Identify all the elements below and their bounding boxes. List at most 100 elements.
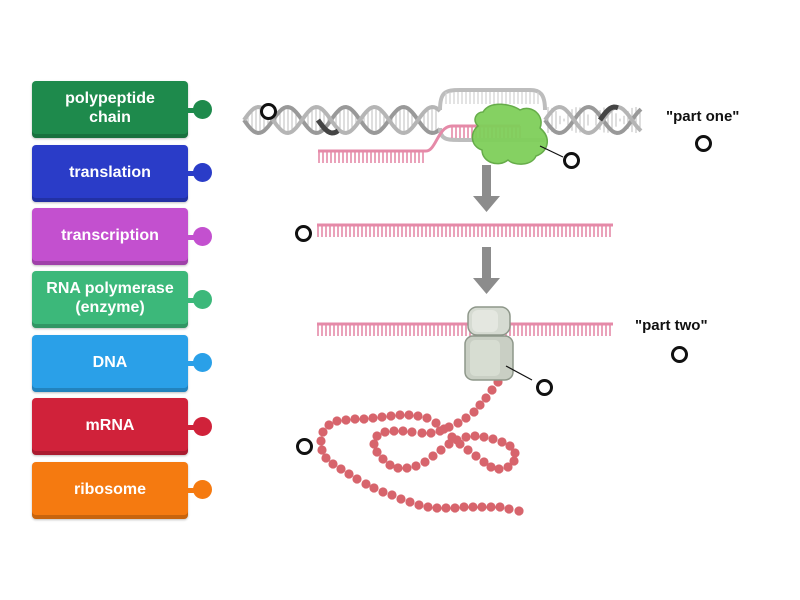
amino-acid-bead (475, 400, 485, 410)
polypeptide-chain-beads (316, 377, 524, 516)
ribosome-shape (464, 306, 514, 381)
amino-acid-bead (398, 426, 408, 436)
amino-acid-bead (328, 459, 338, 469)
connector-pin[interactable] (188, 227, 212, 247)
amino-acid-bead (486, 462, 496, 472)
amino-acid-bead (372, 447, 382, 457)
amino-acid-bead (453, 418, 463, 428)
amino-acid-bead (350, 414, 360, 424)
connector-pin[interactable] (188, 100, 212, 120)
amino-acid-bead (378, 454, 388, 464)
amino-acid-bead (461, 432, 471, 442)
connector-pin[interactable] (188, 353, 212, 373)
amino-acid-bead (372, 431, 382, 441)
amino-acid-bead (461, 413, 471, 423)
amino-acid-bead (344, 469, 354, 479)
amino-acid-bead (495, 502, 505, 512)
connector-pin[interactable] (188, 417, 212, 437)
amino-acid-bead (504, 504, 514, 514)
amino-acid-bead (404, 410, 414, 420)
amino-acid-bead (450, 503, 460, 513)
amino-acid-bead (479, 457, 489, 467)
dna-strand (242, 104, 442, 136)
amino-acid-bead (479, 432, 489, 442)
amino-acid-bead (510, 448, 520, 458)
amino-acid-bead (389, 426, 399, 436)
amino-acid-bead (426, 428, 436, 438)
amino-acid-bead (431, 418, 441, 428)
amino-acid-bead (378, 487, 388, 497)
amino-acid-bead (385, 460, 395, 470)
down-arrow (473, 247, 500, 294)
amino-acid-bead (411, 461, 421, 471)
drop-target-mrna[interactable] (295, 225, 312, 242)
amino-acid-bead (405, 497, 415, 507)
amino-acid-bead (352, 474, 362, 484)
connector-pin[interactable] (188, 480, 212, 500)
connector-pin[interactable] (188, 163, 212, 183)
rna-polymerase-shape (471, 103, 548, 165)
amino-acid-bead (503, 462, 513, 472)
dna-strand-accent (597, 104, 619, 122)
amino-acid-bead (444, 439, 454, 449)
amino-acid-bead (481, 393, 491, 403)
down-arrow (473, 165, 500, 212)
amino-acid-bead (441, 503, 451, 513)
drop-target-polypeptide-chain[interactable] (296, 438, 313, 455)
amino-acid-bead (413, 411, 423, 421)
dna-strand-accent (315, 118, 340, 136)
amino-acid-bead (395, 410, 405, 420)
amino-acid-bead (420, 457, 430, 467)
amino-acid-bead (368, 413, 378, 423)
part-one-label: "part one" (666, 108, 740, 125)
amino-acid-bead (332, 416, 342, 426)
amino-acid-bead (369, 483, 379, 493)
amino-acid-bead (316, 436, 326, 446)
amino-acid-bead (417, 428, 427, 438)
amino-acid-bead (468, 502, 478, 512)
amino-acid-bead (469, 407, 479, 417)
label-text: transcription (61, 226, 159, 244)
label-mrna[interactable]: mRNA (32, 398, 188, 455)
dna-open-strand (438, 88, 547, 111)
amino-acid-bead (494, 464, 504, 474)
amino-acid-bead (509, 456, 519, 466)
amino-acid-bead (439, 424, 449, 434)
label-dna[interactable]: DNA (32, 335, 188, 392)
amino-acid-bead (377, 412, 387, 422)
amino-acid-bead (423, 502, 433, 512)
label-polypeptide-chain[interactable]: polypeptide chain (32, 81, 188, 138)
amino-acid-bead (463, 445, 473, 455)
amino-acid-bead (428, 451, 438, 461)
connector-pin[interactable] (188, 290, 212, 310)
amino-acid-bead (317, 445, 327, 455)
label-rna-polymerase[interactable]: RNA polymerase (enzyme) (32, 271, 188, 328)
label-translation[interactable]: translation (32, 145, 188, 202)
amino-acid-bead (318, 427, 328, 437)
part-two-label: "part two" (635, 317, 708, 334)
amino-acid-bead (407, 427, 417, 437)
amino-acid-bead (488, 434, 498, 444)
amino-acid-bead (336, 464, 346, 474)
amino-acid-bead (455, 439, 465, 449)
dna-strand (543, 104, 643, 136)
amino-acid-bead (447, 432, 457, 442)
label-ribosome[interactable]: ribosome (32, 462, 188, 519)
amino-acid-bead (321, 453, 331, 463)
leader-line (539, 145, 564, 158)
label-text: mRNA (85, 416, 135, 434)
amino-acid-bead (497, 437, 507, 447)
drop-target-dna[interactable] (260, 103, 277, 120)
amino-acid-bead (369, 439, 379, 449)
drop-target-part-two[interactable] (671, 346, 688, 363)
drop-target-rna-polymerase[interactable] (563, 152, 580, 169)
leader-line (505, 365, 533, 381)
label-text: RNA polymerase (enzyme) (46, 280, 174, 316)
amino-acid-bead (341, 415, 351, 425)
amino-acid-bead (396, 494, 406, 504)
label-text: ribosome (73, 480, 146, 498)
drop-target-part-one[interactable] (695, 135, 712, 152)
label-transcription[interactable]: transcription (32, 208, 188, 265)
amino-acid-bead (422, 413, 432, 423)
drop-target-ribosome[interactable] (536, 379, 553, 396)
